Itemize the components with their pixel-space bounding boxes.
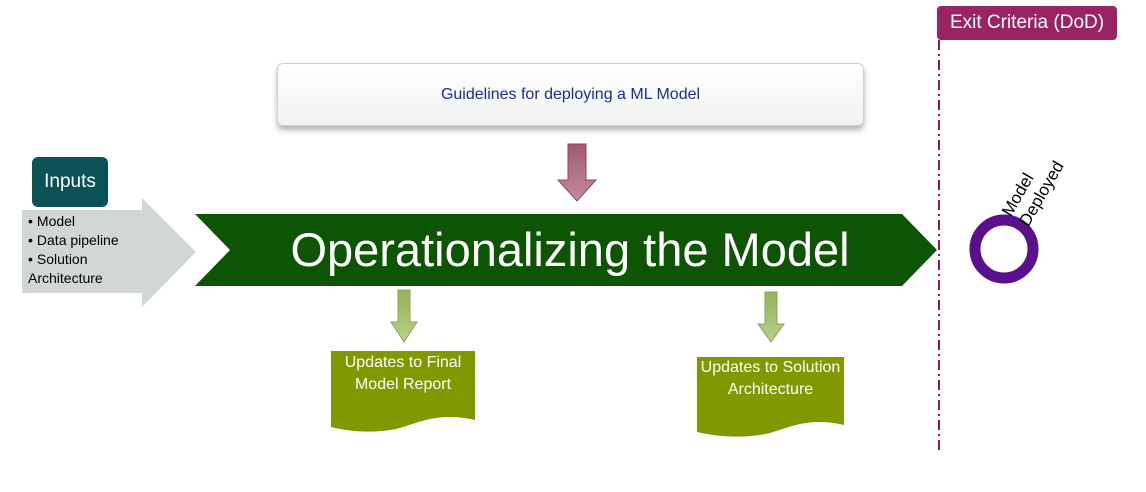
inputs-item-solution-architecture: Solution Architecture	[28, 251, 103, 286]
inputs-list-item: •Solution Architecture	[28, 250, 124, 288]
guidelines-label: Guidelines for deploying a ML Model	[440, 86, 701, 103]
inputs-item-model: Model	[36, 213, 76, 229]
inputs-list-item: •Model	[28, 212, 158, 231]
bullet-icon: •	[28, 251, 33, 267]
output-down-arrow-2	[757, 291, 785, 343]
output-document-1-label: Updates to Final Model Report	[344, 354, 462, 393]
inputs-list: •Model •Data pipeline •Solution Architec…	[28, 212, 158, 288]
exit-criteria-badge: Exit Criteria (DoD)	[937, 6, 1117, 40]
inputs-list-item: •Data pipeline	[28, 231, 158, 250]
output-document-2	[697, 357, 844, 437]
output-document-2-label: Updates to Solution Architecture	[700, 359, 841, 398]
inputs-item-data-pipeline: Data pipeline	[36, 232, 119, 248]
milestone-ring	[969, 214, 1039, 284]
output-document-1	[331, 351, 475, 432]
guidelines-down-arrow	[556, 143, 598, 202]
main-process-title: Operationalizing the Model	[290, 223, 850, 276]
main-process-arrow	[195, 214, 937, 286]
bullet-icon: •	[28, 213, 33, 229]
bullet-icon: •	[28, 232, 33, 248]
inputs-arrow	[22, 198, 196, 307]
guidelines-box	[277, 63, 864, 126]
output-down-arrow-1	[390, 289, 418, 343]
inputs-badge: Inputs	[32, 157, 108, 207]
